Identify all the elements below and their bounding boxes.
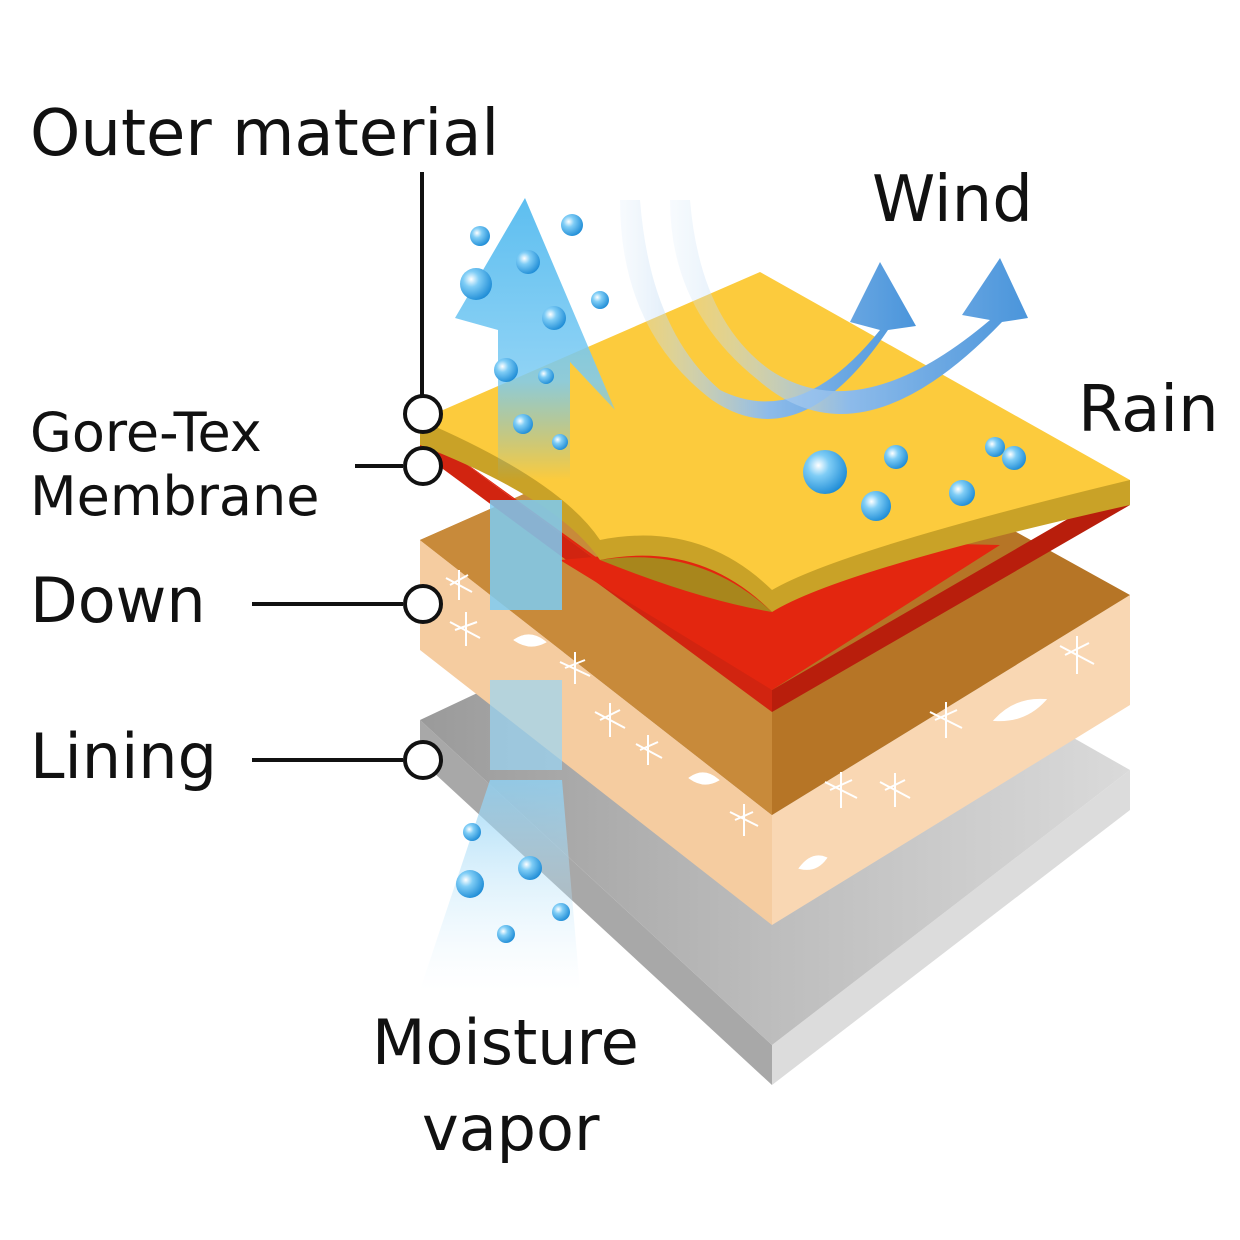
vapor-droplets <box>456 214 609 943</box>
feather-icon <box>445 570 1095 870</box>
droplet-icon <box>803 437 1026 521</box>
rain-droplets <box>803 437 1026 521</box>
label-lining: Lining <box>30 720 217 793</box>
label-moisture: Moisture <box>372 1006 639 1079</box>
label-vapor: vapor <box>422 1092 600 1165</box>
wind-arrow-icon <box>620 200 1028 419</box>
outer-material-marker <box>403 394 443 434</box>
vapor-column <box>420 500 580 990</box>
down-marker <box>403 584 443 624</box>
lining-marker <box>403 740 443 780</box>
leader-lines <box>252 172 443 780</box>
label-outer-material: Outer material <box>30 97 500 171</box>
membrane-marker <box>403 446 443 486</box>
label-rain: Rain <box>1078 373 1219 447</box>
label-membrane: Membrane <box>30 465 320 528</box>
droplet-icon <box>456 214 609 943</box>
label-gore-tex: Gore-Tex <box>30 401 262 464</box>
vapor-arrow-icon <box>455 198 615 480</box>
outer-material-layer <box>420 272 1130 612</box>
label-down: Down <box>30 564 206 637</box>
label-wind: Wind <box>872 163 1033 237</box>
